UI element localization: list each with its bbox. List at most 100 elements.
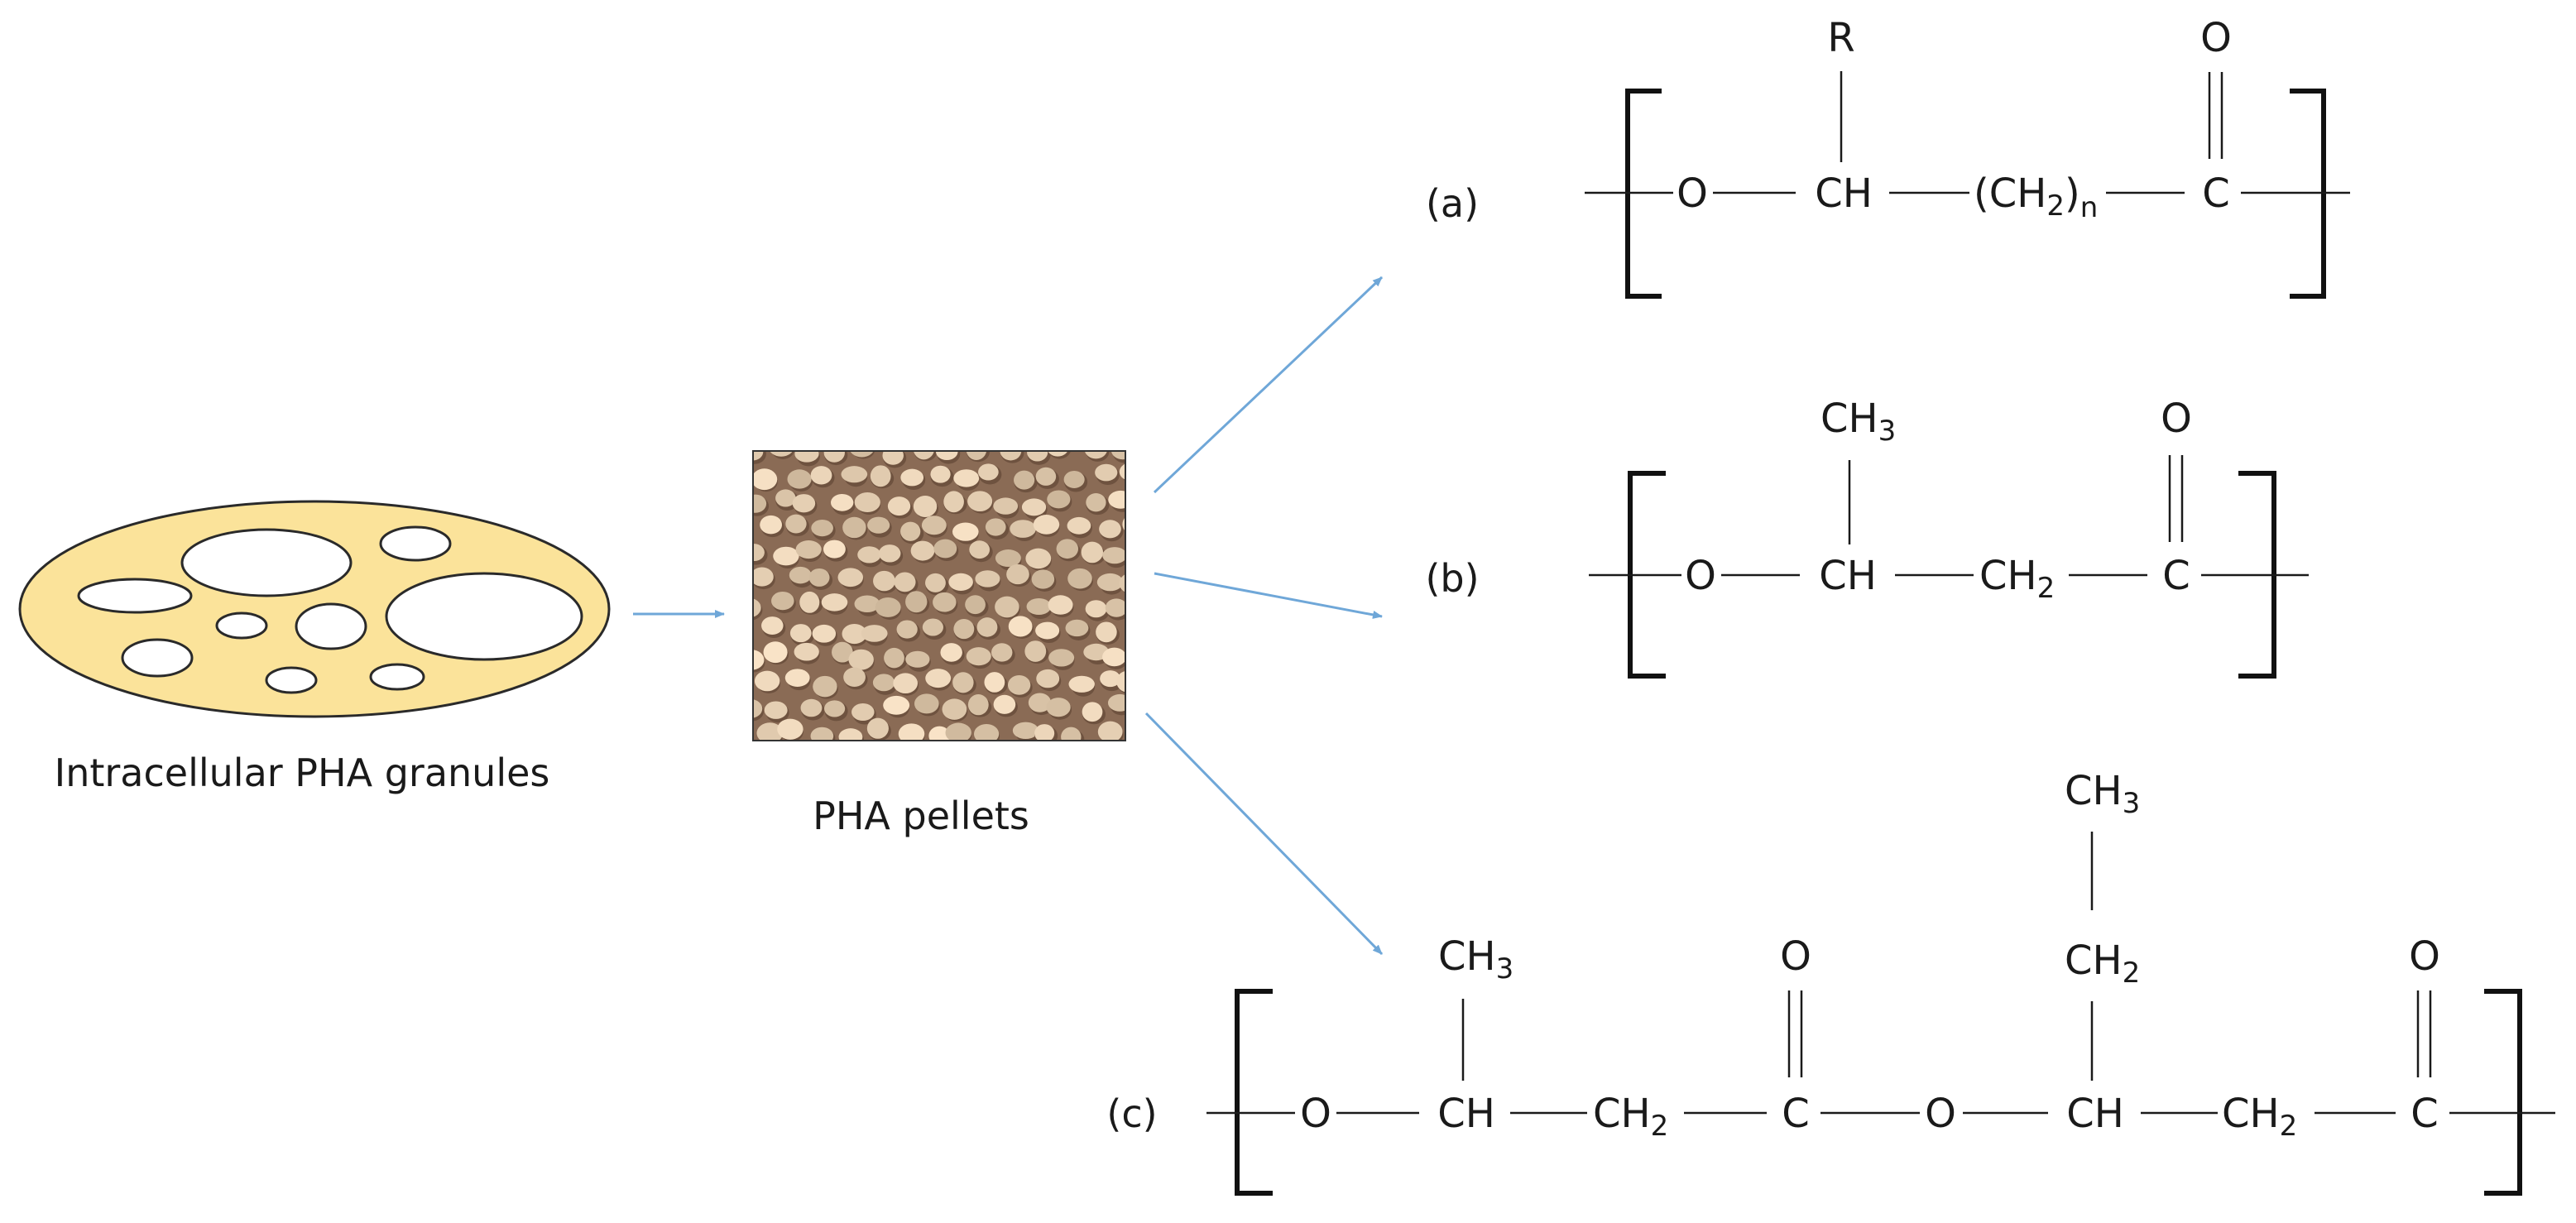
structure-c: (c) O CH CH3 CH2 C O O CH CH2 CH3 CH2 C … bbox=[1106, 768, 2555, 1196]
pellet bbox=[1097, 721, 1123, 741]
pellet bbox=[900, 468, 924, 487]
pellet bbox=[1105, 598, 1125, 617]
pellet bbox=[1048, 595, 1073, 615]
pellet bbox=[813, 675, 837, 698]
pellet bbox=[995, 596, 1019, 618]
pellet bbox=[985, 518, 1006, 536]
side-group-r: R bbox=[1827, 15, 1854, 61]
pellet bbox=[851, 703, 875, 722]
atom-ch: CH bbox=[1437, 1091, 1495, 1137]
pellet bbox=[857, 546, 881, 564]
carbonyl-o: O bbox=[1780, 933, 1811, 980]
pellet bbox=[1082, 702, 1103, 722]
pellet bbox=[905, 591, 928, 613]
pellet bbox=[975, 570, 1000, 588]
pellet bbox=[910, 540, 935, 561]
side-group-ch2: CH2 bbox=[2065, 938, 2140, 990]
pellet bbox=[1068, 675, 1095, 693]
pellet bbox=[854, 492, 880, 513]
granule bbox=[265, 666, 318, 694]
pellet bbox=[753, 494, 767, 513]
pellet bbox=[887, 496, 911, 516]
granule bbox=[385, 572, 583, 661]
pellet bbox=[1085, 600, 1107, 618]
pellet bbox=[795, 540, 822, 559]
pellet bbox=[753, 451, 764, 461]
pellet bbox=[870, 465, 891, 487]
pellet bbox=[952, 672, 974, 693]
pellet bbox=[913, 451, 934, 460]
pellet bbox=[756, 722, 784, 741]
pellet bbox=[993, 694, 1016, 714]
pellet bbox=[969, 540, 991, 559]
pellet bbox=[973, 724, 1000, 741]
atom-ch: CH bbox=[1819, 553, 1877, 599]
pellet bbox=[754, 670, 780, 692]
pellet bbox=[1102, 547, 1125, 564]
granule bbox=[180, 528, 353, 597]
pellet bbox=[1006, 564, 1029, 585]
pellet bbox=[764, 701, 788, 719]
side-group-ch3: CH3 bbox=[1438, 933, 1513, 986]
pellet bbox=[1096, 621, 1117, 643]
pellet bbox=[921, 516, 947, 535]
pellet bbox=[914, 693, 939, 714]
pellet bbox=[984, 672, 1005, 693]
pellet bbox=[1102, 647, 1125, 667]
pellet bbox=[953, 469, 980, 487]
pellet bbox=[1099, 520, 1121, 539]
pellet bbox=[913, 496, 938, 517]
pellet bbox=[800, 698, 823, 717]
pellet bbox=[1000, 451, 1022, 461]
granule bbox=[379, 525, 452, 562]
pellet bbox=[823, 540, 846, 559]
pellet bbox=[900, 521, 921, 541]
pellet bbox=[948, 573, 973, 591]
pellet bbox=[976, 617, 998, 637]
pellet bbox=[789, 566, 812, 584]
pellet bbox=[1125, 720, 1149, 741]
carbonyl-o: O bbox=[2409, 933, 2440, 980]
pellet bbox=[821, 593, 848, 612]
pellets-caption: PHA pellets bbox=[813, 794, 1029, 838]
pellet bbox=[1048, 451, 1068, 457]
pellet bbox=[1108, 490, 1125, 509]
pellet bbox=[775, 489, 796, 507]
atom-o: O bbox=[1300, 1091, 1331, 1137]
pellet bbox=[808, 568, 830, 587]
pellet bbox=[942, 698, 967, 720]
pellet bbox=[1010, 520, 1036, 538]
pellet bbox=[878, 544, 901, 563]
pellet bbox=[842, 516, 866, 539]
pellet bbox=[841, 466, 868, 483]
side-group-ch3: CH3 bbox=[1820, 396, 1896, 448]
pellet bbox=[753, 699, 763, 718]
pellet bbox=[1095, 463, 1118, 482]
atom-o: O bbox=[1685, 553, 1716, 599]
pellet bbox=[838, 728, 863, 741]
pellet bbox=[843, 667, 866, 688]
side-group-ch3: CH3 bbox=[2065, 768, 2140, 820]
pellet bbox=[837, 568, 864, 588]
pellet bbox=[1012, 722, 1039, 740]
pellet bbox=[1048, 649, 1075, 667]
pellet bbox=[1100, 670, 1121, 688]
pellet bbox=[810, 727, 834, 741]
pellet bbox=[854, 595, 880, 613]
pellet bbox=[953, 619, 975, 640]
pellet bbox=[823, 451, 845, 463]
pellet bbox=[1034, 724, 1055, 741]
pellet bbox=[1119, 463, 1125, 480]
pellet bbox=[935, 451, 958, 461]
pellet bbox=[1014, 470, 1035, 490]
atom-c: C bbox=[2162, 553, 2190, 599]
granule bbox=[121, 638, 194, 678]
structure-b: (b) O CH CH3 CH2 C O bbox=[1425, 396, 2309, 679]
pellet bbox=[810, 466, 832, 485]
pellet bbox=[760, 515, 782, 535]
pellet bbox=[824, 700, 846, 717]
pellet bbox=[1031, 569, 1055, 589]
pellet bbox=[1035, 467, 1057, 486]
pellet bbox=[1061, 727, 1082, 741]
